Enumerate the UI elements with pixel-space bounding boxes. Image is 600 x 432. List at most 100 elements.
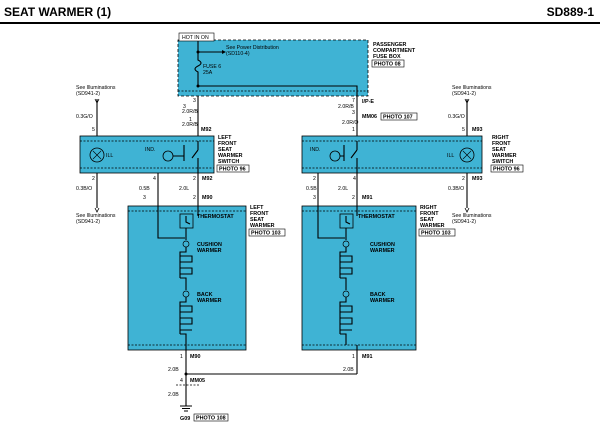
left-ill-wire-bot-color: 0.3B/O <box>76 186 92 192</box>
right-warmer-title-3: SEAT <box>420 217 435 223</box>
fuse-pin-left: 3 <box>193 98 196 104</box>
right-back-warmer-icon <box>339 297 353 334</box>
right-back-label-1: BACK <box>370 292 386 298</box>
left-warmer-pin-top2: 2 <box>193 195 196 201</box>
right-cushion-warmer-icon <box>339 247 353 278</box>
right-feed-pin: 3 <box>352 110 355 116</box>
diagram-title: SEAT WARMER (1) <box>4 5 112 19</box>
left-illum-top-2: (SD941-2) <box>76 91 100 97</box>
left-switch: See Illuminations (SD941-2) 0.3G/O 5 3 2… <box>76 85 250 225</box>
right-illum-bot-2: (SD941-2) <box>452 219 476 225</box>
left-illum-bot-arrow <box>94 207 100 213</box>
ground-wire-g: 2.0B <box>168 392 179 398</box>
left-ill-lamp-cross <box>92 150 102 160</box>
right-switch-pin-b3: 2 <box>462 176 465 182</box>
right-warmer-pin-top1: 3 <box>313 195 316 201</box>
right-illum-bot-1: See Illuminations <box>452 213 492 219</box>
fuse-box-title-3: FUSE BOX <box>373 54 401 60</box>
right-cushion-label-1: CUSHION <box>370 242 395 248</box>
ground-circuit: 2.0B 2.0B 4 MM05 2.0B G09 PHOTO 108 <box>168 360 357 422</box>
left-switch-title-4: WARMER <box>218 153 243 159</box>
left-thermostat-label: THERMOSTAT <box>197 214 234 220</box>
left-switch-internal <box>173 145 185 161</box>
right-out-wire-color: 2.0L <box>338 186 348 192</box>
left-cushion-label-1: CUSHION <box>197 242 222 248</box>
right-ind-wire-color: 0.5B <box>306 186 317 192</box>
fuse-connector-id: I/P-E <box>362 99 374 105</box>
left-warmer-title-3: SEAT <box>250 217 265 223</box>
left-switch-body <box>79 135 215 174</box>
right-ill-wire-top-color: 0.3G/O <box>448 114 465 120</box>
right-warmer-title-4: WARMER <box>420 223 445 229</box>
ground-splice-node <box>184 372 188 376</box>
ground-id: G09 <box>180 416 190 422</box>
right-illum-bot-arrow <box>464 207 470 213</box>
right-illum-top-1: See Illuminations <box>452 85 492 91</box>
left-out-wire-color: 2.0L <box>179 186 189 192</box>
right-thermostat-contact <box>345 216 351 225</box>
right-ill-wire-bot-color: 0.3B/O <box>448 186 464 192</box>
right-warmer-pin-top2: 2 <box>352 195 355 201</box>
ground-wire-left: 2.0B <box>168 367 179 373</box>
right-switch-pin-b1: 2 <box>313 176 316 182</box>
right-warmer-title-2: FRONT <box>420 211 439 217</box>
right-illum-top-2: (SD941-2) <box>452 91 476 97</box>
left-illum-top-1: See Illuminations <box>76 85 116 91</box>
right-warmer-pin-bottom: 1 <box>352 354 355 360</box>
right-switch-photo-box <box>490 164 524 173</box>
fuse-6-symbol <box>194 52 202 86</box>
left-back-warmer-icon <box>179 297 193 334</box>
see-power-ref: (SD110-4) <box>226 51 250 57</box>
right-switch-title-5: SWITCH <box>492 159 513 165</box>
left-warmer-conn-top: M90 <box>202 195 213 201</box>
fuse-right-branch <box>198 85 358 96</box>
left-warmer-pin-top1: 3 <box>143 195 146 201</box>
right-switch-conn-bottom: M93 <box>472 176 483 182</box>
right-mm-photo: PHOTO 107 <box>383 115 413 121</box>
right-switch-title-3: SEAT <box>492 147 507 153</box>
page-header: SEAT WARMER (1) SD889-1 <box>0 0 600 24</box>
fuse-amp: 25A <box>203 70 213 76</box>
left-cushion-label-2: WARMER <box>197 248 222 254</box>
left-switch-pin-b2: 4 <box>153 176 156 182</box>
right-back-label-2: WARMER <box>370 298 395 304</box>
fuse-box: HOT IN ON See Power Distribution (SD110-… <box>177 32 416 105</box>
left-warmer-photo: PHOTO 103 <box>251 231 281 237</box>
right-warmer-body <box>301 205 417 351</box>
right-cushion-label-2: WARMER <box>370 248 395 254</box>
left-warmer-title-2: FRONT <box>250 211 269 217</box>
left-warmer-conn-bottom: M90 <box>190 354 201 360</box>
ground-wire-right: 2.0B <box>343 367 354 373</box>
left-switch-photo-box <box>216 164 250 173</box>
left-warmer-body <box>127 205 247 351</box>
left-switch-conn-bottom: M92 <box>202 176 213 182</box>
right-ill-lamp-cross <box>462 150 472 160</box>
right-warmer-conn-top: M91 <box>362 195 373 201</box>
fuse-name: FUSE 6 <box>203 64 221 70</box>
ground-mm-conn: MM05 <box>190 378 205 384</box>
right-warmer-photo-box <box>418 228 456 237</box>
right-warmer-conn-bottom: M91 <box>362 354 373 360</box>
right-feed-wire-color-top: 2.0R/B <box>338 104 354 110</box>
left-switch-photo: PHOTO 96 <box>219 167 246 173</box>
ground-mm-pin: 4 <box>180 378 183 384</box>
left-switch-pin-b3: 2 <box>193 176 196 182</box>
left-feed-pin2: 1 <box>189 117 192 123</box>
left-warmer-title-1: LEFT <box>250 205 264 211</box>
right-mm-photo-box <box>380 112 418 121</box>
fuse-split-node <box>196 84 200 88</box>
right-warmer-photo: PHOTO 103 <box>421 231 451 237</box>
left-ind-wire-color: 0.5B <box>139 186 150 192</box>
right-switch-body <box>301 135 483 174</box>
left-ill-lamp-icon <box>89 147 105 163</box>
ground-photo-box <box>193 413 229 422</box>
right-thermostat-label: THERMOSTAT <box>358 214 395 220</box>
left-back-label-1: BACK <box>197 292 213 298</box>
fuse-box-photo: PHOTO 08 <box>374 62 401 68</box>
left-ind-label: IND. <box>145 147 155 153</box>
left-switch-conn-top: M92 <box>201 127 212 133</box>
left-illum-bot-2: (SD941-2) <box>76 219 100 225</box>
left-switch-pin-b1: 2 <box>92 176 95 182</box>
left-switch-title-1: LEFT <box>218 135 232 141</box>
